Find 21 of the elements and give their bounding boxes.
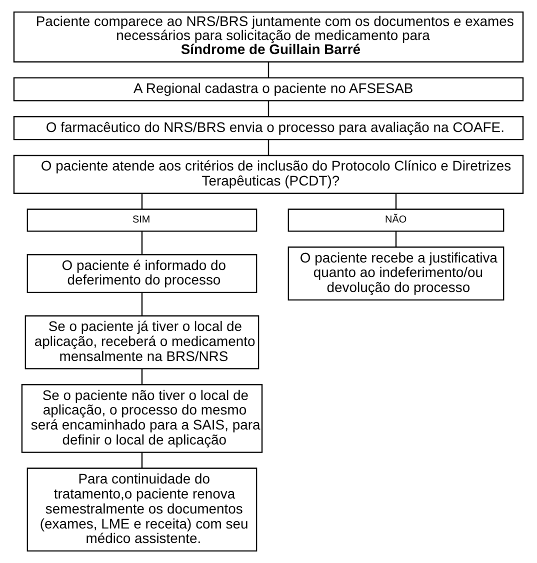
connector [141, 194, 143, 210]
connector [141, 368, 143, 385]
node-box: O paciente atende aos critérios de inclusão do Protocolo Clínico e Diretrizes Terapêuticas (PCDT)? [13, 154, 524, 194]
node-box: O paciente recebe a justificativa quanto ao indeferimento/ou devolução do processo [288, 246, 504, 301]
connector [141, 452, 143, 468]
connector [268, 140, 270, 156]
node-box: Para continuidade do tratamento,o paciente renova semestralmente os documentos (exames, LME e receita) com seu médico assistente. [26, 468, 258, 552]
connector [268, 101, 270, 117]
node-box: NÃO [288, 208, 504, 232]
connector [141, 231, 143, 255]
node-box: Se o paciente não tiver o local de aplicação, o processo do mesmo será encaminhado para a SAIS, para definir o local de aplicação [21, 384, 263, 453]
connector [268, 62, 270, 78]
node-box: O paciente é informado do deferimento do processo [26, 254, 258, 294]
connector [395, 231, 397, 248]
node-box: O farmacêutico do NRS/BRS envia o processo para avaliação na COAFE. [13, 116, 524, 140]
connector [141, 292, 143, 316]
node-box: Paciente comparece ao NRS/BRS juntamente com os documentos e exames necessários para solicitação de medicamento para Síndrome de Guillain Barré [13, 11, 524, 62]
node-box: SIM [26, 208, 258, 232]
connector [395, 194, 397, 210]
node-box: A Regional cadastra o paciente no AFSESAB [13, 77, 524, 102]
node-box: Se o paciente já tiver o local de aplicação, receberá o medicamento mensalmente na BRS/NRS [24, 315, 260, 370]
